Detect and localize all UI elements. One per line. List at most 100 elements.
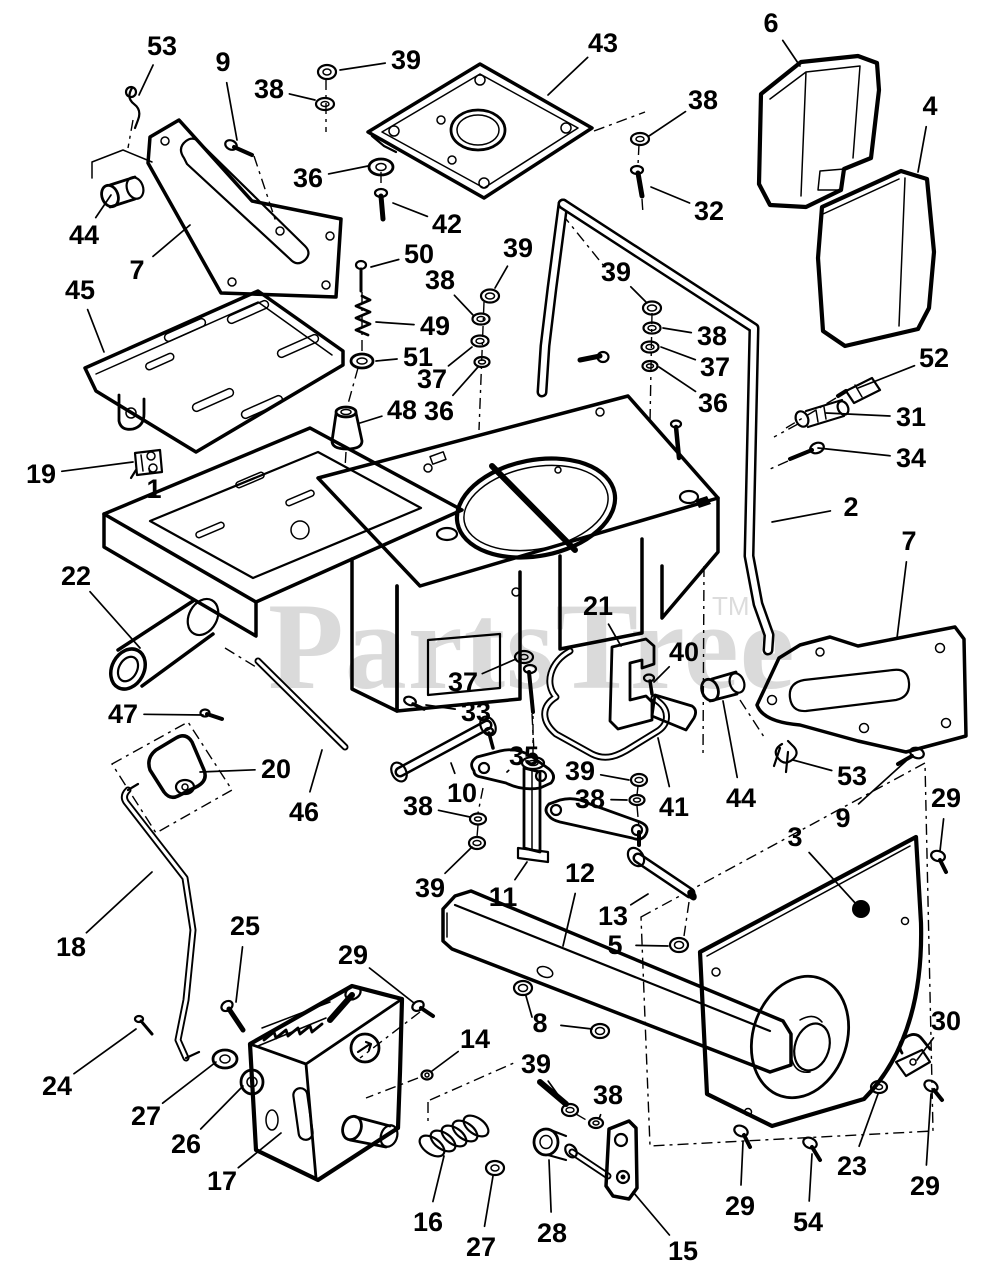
part-35-bolt [522,663,538,714]
leader-line-38-43 [437,809,471,818]
leader-line-4-6 [917,125,928,173]
part-31-pin [794,398,850,429]
part-38-washer-32 [629,131,651,147]
part-41-bent-rod [541,647,697,761]
part-1-main-frame [102,394,720,713]
callout-label-7-12: 7 [129,255,144,285]
callout-label-29-72: 29 [725,1191,755,1221]
leader-line-7-30 [896,560,908,639]
part-44-left-bushing [91,149,153,209]
callout-label-39-22: 39 [601,257,631,287]
callout-label-6-5: 6 [763,8,778,38]
part-13-pin [626,846,697,901]
leader-line-39-3 [339,62,387,71]
part-44-right-bushing [700,670,746,703]
leader-line-32-8 [650,186,691,204]
part-12-rear-channel [441,889,793,1074]
part-4-cover [815,168,937,349]
leader-line-49-17 [375,321,415,326]
leader-line-3-52 [808,851,858,906]
callout-label-29-59: 29 [338,940,368,970]
part-21-hook-bracket [608,637,656,731]
part-53-right-cotter-pin [772,739,798,774]
leader-line-38-16 [453,294,474,316]
leader-line-41-47 [657,737,671,788]
part-9-bolt [224,139,254,157]
leader-line-54-73 [808,1153,813,1202]
leader-line-20-40 [199,768,256,773]
leader-line-16-68 [432,1155,445,1203]
callout-label-47-36: 47 [108,699,138,729]
callout-label-44-48: 44 [726,783,756,813]
leader-line-5-56 [635,944,669,947]
leader-line-42-10 [392,202,429,218]
part-34-bolt [788,441,825,461]
callout-label-37-24: 37 [700,352,730,382]
leader-line-30-76 [916,1037,935,1061]
callout-label-46-41: 46 [289,797,319,827]
part-7-right-bracket [755,625,968,754]
callout-label-29-75: 29 [910,1171,940,1201]
leader-line-11-53 [514,861,528,881]
callout-label-7-30: 7 [901,526,916,556]
callout-label-38-46: 38 [575,784,605,814]
part-10-tube [390,715,497,783]
callout-label-17-67: 17 [207,1166,237,1196]
callout-label-36-9: 36 [293,163,323,193]
leader-line-46-41 [309,749,323,793]
callout-label-27-65: 27 [131,1101,161,1131]
leader-line-39-62 [547,1080,567,1107]
parts-artwork [83,53,968,1201]
callout-label-43-4: 43 [588,28,618,58]
callout-label-45-13: 45 [65,275,95,305]
callout-label-20-40: 20 [261,754,291,784]
part-40-bolt [642,673,656,696]
callout-label-38-43: 38 [403,791,433,821]
part-6-belt-cover [756,53,882,210]
part-38-washer-top [314,96,336,112]
part-14-nut [420,1069,434,1081]
leader-line-37-37 [481,658,517,675]
part-29-bolt-d [923,1079,944,1102]
leader-line-17-67 [237,1132,282,1169]
part-22-tube [109,597,220,691]
callout-label-37-19: 37 [417,364,447,394]
callout-label-49-17: 49 [420,311,450,341]
extra-leader-0 [525,995,533,1018]
part-26-bushing [239,1068,265,1096]
leader-line-45-13 [86,308,105,353]
callout-label-4-6: 4 [922,91,937,121]
part-39-38-37-36-right-stack [640,300,663,373]
callout-label-22-33: 22 [61,561,91,591]
callout-label-28-70: 28 [537,1218,567,1248]
leader-line-14-61 [431,1050,460,1072]
callout-label-19-31: 19 [26,459,56,489]
callout-label-3-52: 3 [787,822,802,852]
callout-label-1-32: 1 [146,474,161,504]
callout-label-2-29: 2 [843,492,858,522]
callout-label-41-47: 41 [659,792,689,822]
part-39-nut-center [467,835,487,851]
part-47-pin [199,708,224,721]
part-2-handle-bar [536,198,775,656]
part-51-nut [349,352,375,370]
leader-line-36-25 [658,366,697,393]
part-29-screw-mid [411,999,435,1018]
callout-label-38-16: 38 [425,265,455,295]
callout-label-39-62: 39 [521,1049,551,1079]
callout-label-10-42: 10 [447,778,477,808]
callout-label-5-56: 5 [607,930,622,960]
part-29-bolt-c [733,1124,752,1149]
callout-label-39-15: 39 [503,233,533,263]
part-43-top-plate [366,62,594,200]
callout-label-42-10: 42 [432,209,462,239]
callout-label-51-18: 51 [403,342,433,372]
leader-line-53-0 [138,64,154,96]
leader-line-26-66 [199,1085,244,1130]
callout-label-23-74: 23 [837,1151,867,1181]
part-5-nut [668,936,690,954]
leader-line-9-50 [857,760,907,805]
callout-label-11-53: 11 [489,882,518,912]
leader-line-34-28 [817,447,891,457]
